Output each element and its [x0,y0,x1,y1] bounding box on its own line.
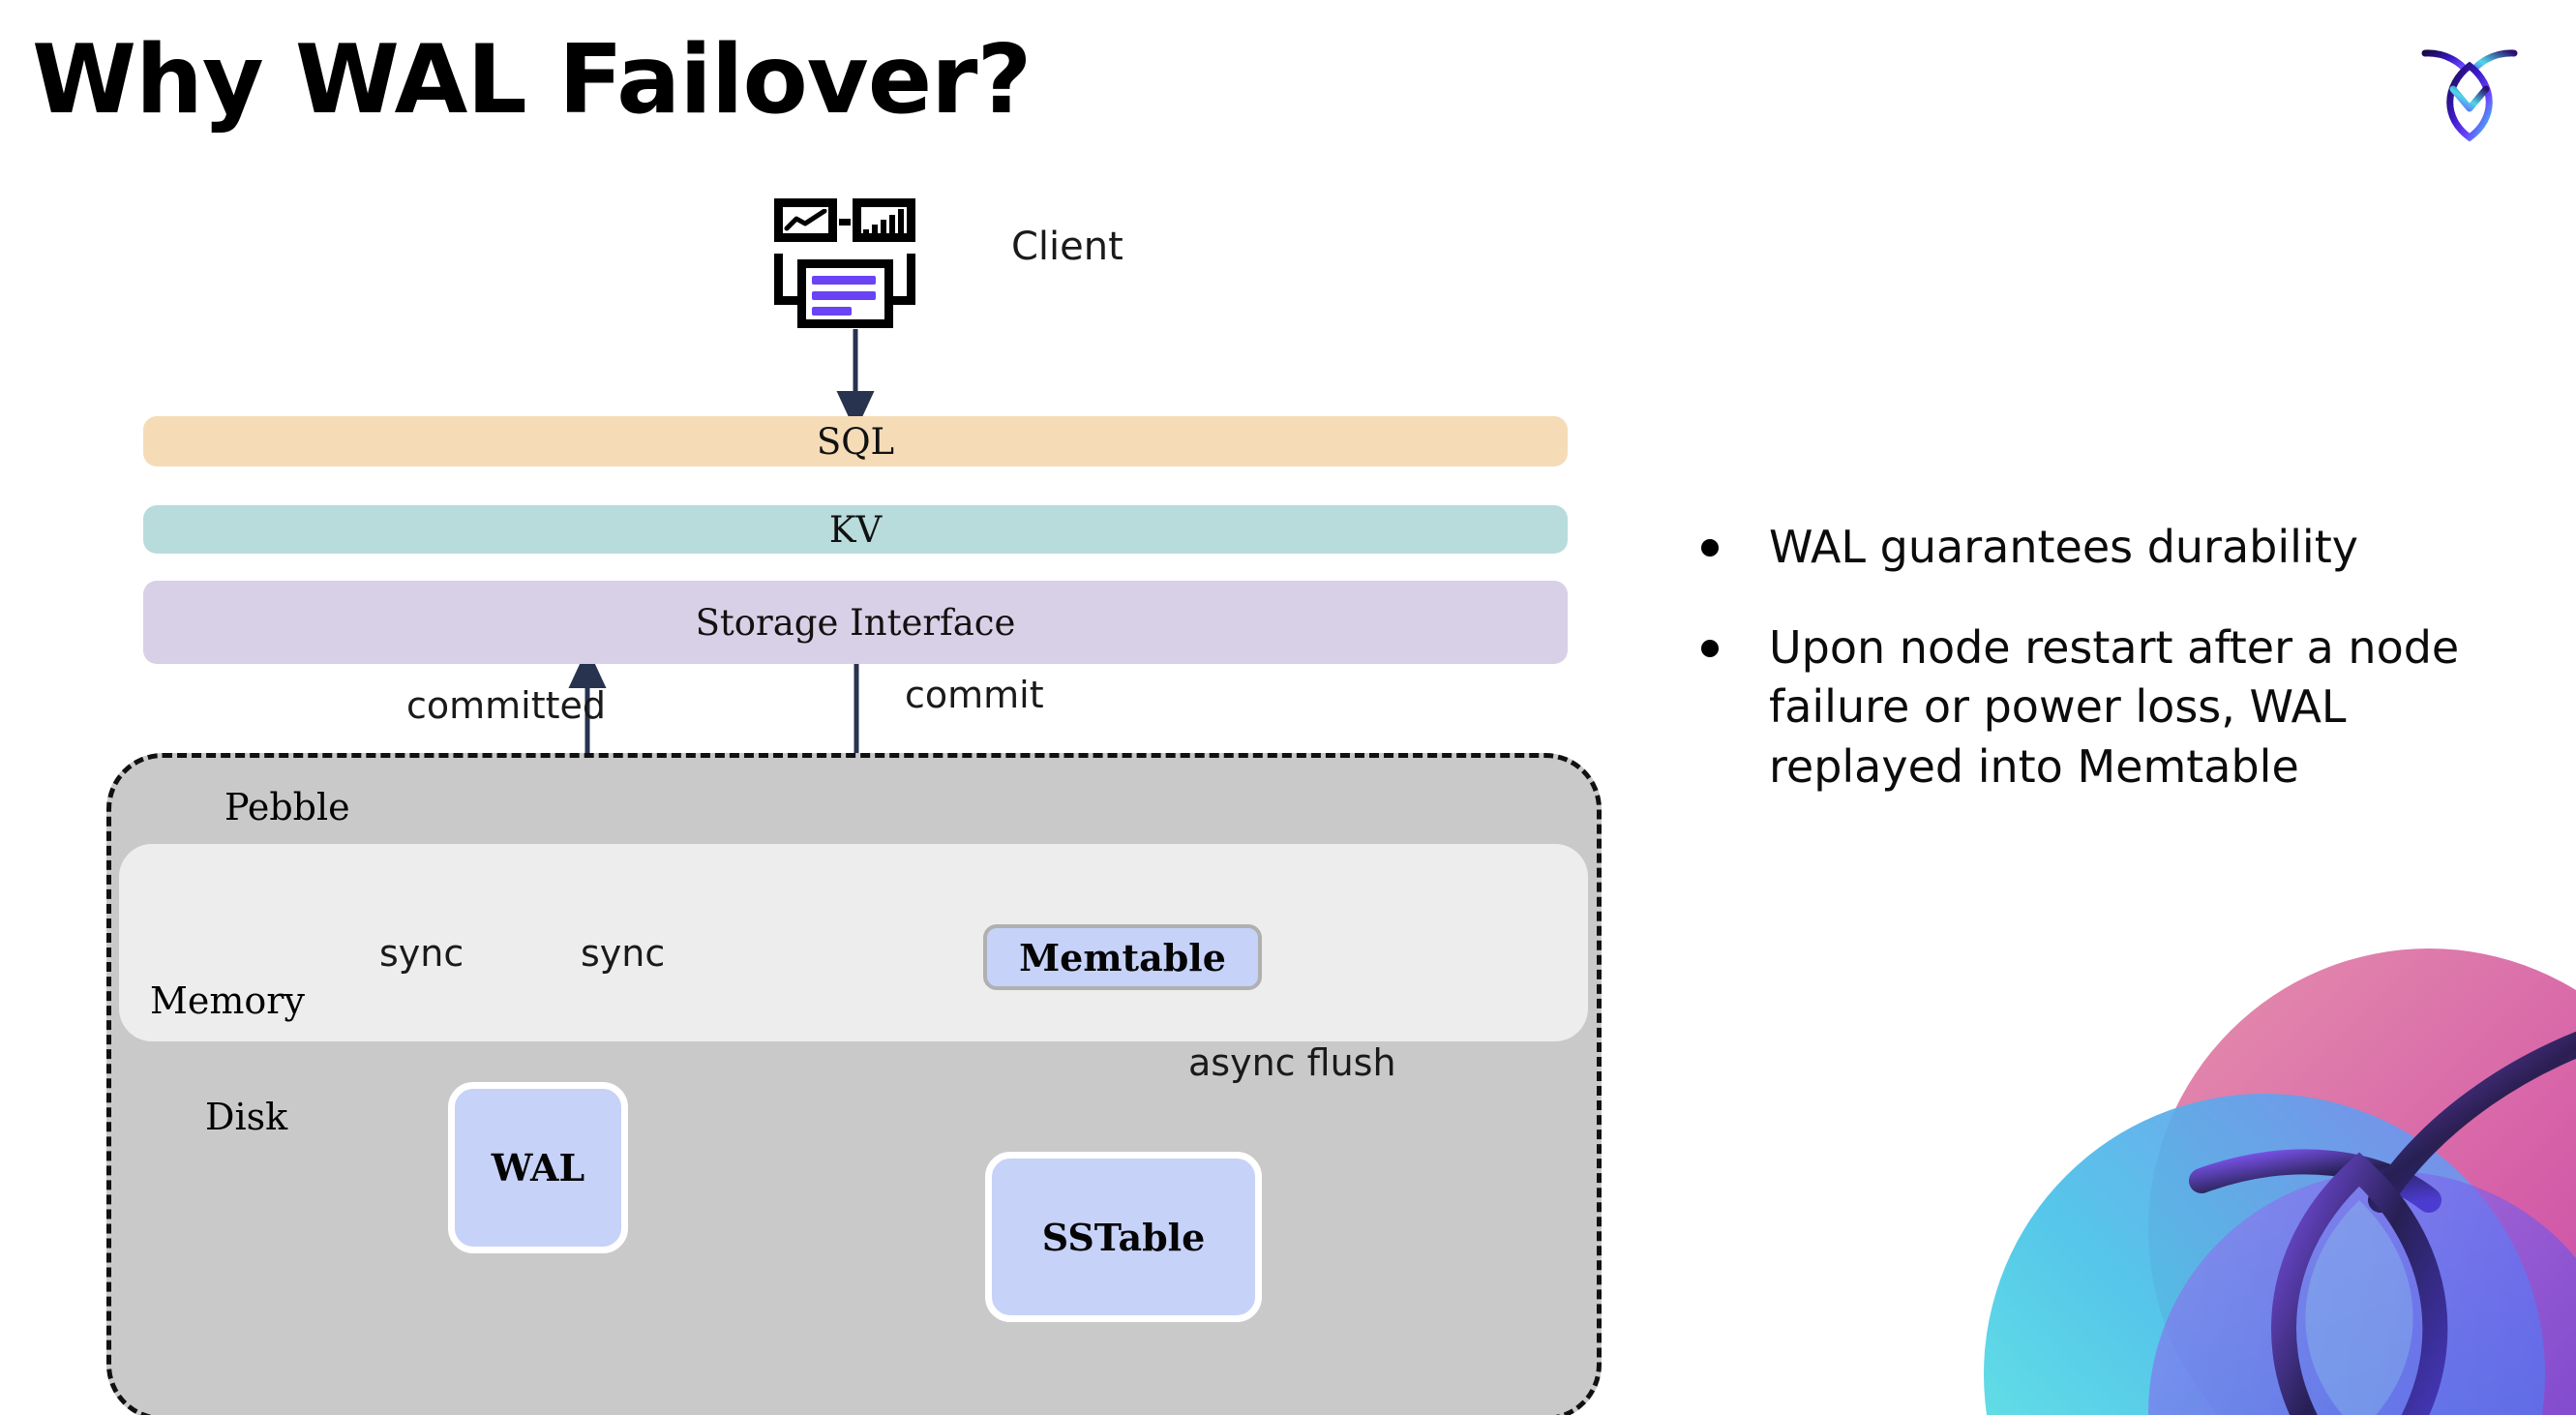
stack-layer-sql-label: SQL [816,420,895,463]
node-memtable-label: Memtable [1019,935,1226,979]
client-label: Client [1011,225,1123,269]
stack-layer-kv[interactable]: KV [143,505,1568,554]
cockroach-circles-decoration [1974,910,2576,1415]
cockroachdb-logo-icon [2411,29,2528,145]
edge-label-commit: commit [905,674,1044,716]
memory-region [119,844,1588,1041]
bullet-text: WAL guarantees durability [1769,521,2358,573]
list-item: WAL guarantees durability [1701,518,2533,578]
stack-layer-storage-interface-label: Storage Interface [695,601,1016,644]
stack-layer-kv-label: KV [828,508,883,551]
bullet-dot-icon [1701,539,1719,557]
edge-label-sync-right: sync [581,932,666,975]
pebble-label: Pebble [225,786,350,828]
edge-label-async-flush: async flush [1188,1041,1396,1084]
node-sstable-label: SSTable [1041,1215,1206,1259]
bullet-dot-icon [1701,639,1719,657]
edge-label-committed: committed [406,684,607,727]
stack-layer-sql[interactable]: SQL [143,416,1568,467]
page-title: Why WAL Failover? [32,25,1032,135]
bullet-text: Upon node restart after a node failure o… [1769,620,2460,793]
node-wal[interactable]: WAL [448,1082,628,1253]
client-dashboard-icon [774,198,934,329]
node-wal-label: WAL [491,1146,585,1189]
node-sstable[interactable]: SSTable [985,1152,1262,1322]
memory-label: Memory [150,979,305,1022]
node-memtable[interactable]: Memtable [983,924,1262,990]
bullet-list: WAL guarantees durability Upon node rest… [1701,518,2533,838]
edge-label-sync-left: sync [379,932,464,975]
list-item: Upon node restart after a node failure o… [1701,618,2533,798]
disk-label: Disk [205,1096,288,1138]
stack-layer-storage-interface[interactable]: Storage Interface [143,581,1568,664]
